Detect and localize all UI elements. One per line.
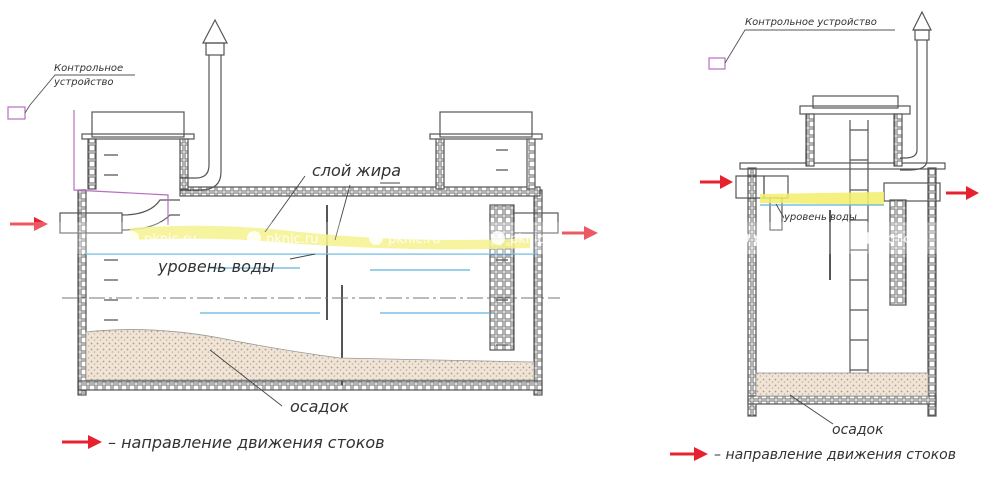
left-shaft-wall-1a (87, 138, 97, 190)
left-tank-top (179, 186, 541, 197)
watermark-text: pknic.ru (388, 232, 441, 247)
watermark-text: pknic.ru (754, 232, 807, 247)
left-vent-head (205, 42, 225, 56)
left-shaft-cover-1 (91, 111, 185, 138)
watermark-logo-icon (369, 231, 383, 245)
watermark-text: pknic.ru (998, 232, 1000, 247)
right-flow-arrows (700, 175, 979, 200)
left-leaders (209, 175, 400, 407)
watermark-text: pknic.ru (22, 232, 75, 247)
left-shaft-flange-1 (81, 133, 195, 140)
right-outlet-riser (889, 199, 907, 306)
watermark-logo-icon (491, 231, 505, 245)
left-inlet-pipe (59, 212, 123, 234)
right-water-level-label: уровень воды (783, 212, 857, 223)
left-tank (59, 18, 559, 396)
left-outflow-arrow-head (584, 226, 598, 240)
left-vent-cap (202, 18, 228, 44)
leader-sediment (209, 349, 283, 407)
right-grease-layer (760, 192, 884, 205)
right-control-device-label: Контрольное устройство (745, 17, 877, 28)
left-rungs-2 (496, 149, 508, 346)
right-cover-flange (799, 105, 911, 115)
left-rungs (104, 154, 118, 321)
right-leader-sediment (789, 394, 834, 425)
watermark-logo-icon (857, 231, 871, 245)
left-shaft-flange-2 (429, 133, 543, 140)
right-neck-wall-a (805, 113, 815, 167)
right-tank-bottom (747, 395, 937, 405)
watermark-texts: pknic.ru pknic.ru pknic.ru pknic.ru pknic.ru… (3, 231, 1000, 247)
right-neck-wall-b (893, 113, 903, 167)
legend-arrow-left-head (88, 435, 102, 449)
leader-water (289, 253, 316, 260)
right-tank-wall-right (927, 167, 937, 417)
watermark-strip: pknic.ru pknic.ru pknic.ru pknic.ru pknic.ru… (0, 222, 1000, 254)
right-vent-head (914, 29, 930, 41)
watermark-logo-icon (125, 231, 139, 245)
left-flow-arrows (10, 217, 598, 240)
watermark-text: pknic.ru (876, 232, 929, 247)
left-grease-label: слой жира (312, 161, 401, 180)
right-leaders (775, 203, 834, 425)
right-leader-water (775, 203, 785, 219)
right-control-device-leader (724, 29, 895, 64)
left-vent-pipe (180, 55, 222, 191)
watermark-text: pknic.ru (632, 232, 685, 247)
leader-grease-3 (334, 184, 351, 241)
left-water (84, 253, 538, 314)
watermark-logo-icon (735, 231, 749, 245)
watermark-text: pknic.ru (144, 232, 197, 247)
left-control-device-label-1: Контрольное (54, 63, 123, 74)
legend-left-text: – направление движения стоков (108, 433, 385, 452)
watermark-logo-icon (613, 231, 627, 245)
right-vent-cap (912, 10, 932, 31)
left-sediment-label: осадок (290, 397, 349, 416)
legend-right-text: – направление движения стоков (714, 447, 956, 463)
left-water-level-label: уровень воды (157, 257, 275, 276)
right-inflow-arrow-head (720, 175, 733, 189)
watermark-logo-icon (3, 231, 17, 245)
right-tank-wall-left (747, 167, 757, 417)
left-inflow-arrow-head (34, 217, 48, 231)
leader-grease-1 (264, 175, 306, 233)
left-control-device-label-2: устройство (53, 77, 114, 88)
right-control-device-box (708, 57, 726, 70)
left-sediment (85, 329, 535, 381)
left-shaft-wall-2b (526, 138, 536, 190)
watermark-logo-icon (979, 231, 993, 245)
watermark-logo-icon (247, 231, 261, 245)
right-ladder (849, 120, 869, 395)
right-tank-top (739, 162, 946, 170)
right-vent-pipe (900, 40, 928, 171)
left-shaft-cover-2 (439, 111, 533, 138)
left-inlet-elbow (121, 199, 180, 231)
legend-arrows (62, 435, 708, 461)
right-outflow-arrow-head (966, 186, 979, 200)
left-shaft-wall-1b (179, 138, 189, 190)
left-tank-bottom (77, 380, 543, 391)
right-cover (812, 95, 899, 109)
left-tank-wall-right (533, 189, 543, 396)
left-control-device-leader (24, 74, 135, 114)
legend-arrow-right-head (694, 447, 708, 461)
left-control-device-box (7, 106, 26, 120)
left-control-device-wire (73, 110, 169, 225)
left-tank-wall-left (77, 189, 87, 396)
right-sediment-label: осадок (832, 422, 884, 438)
watermark-text: pknic.ru (510, 232, 563, 247)
left-outlet-riser (489, 204, 515, 351)
left-shaft-wall-2a (435, 138, 445, 190)
watermark-text: pknic.ru (266, 232, 319, 247)
right-sediment (755, 372, 929, 397)
left-grease-layer (130, 225, 530, 250)
